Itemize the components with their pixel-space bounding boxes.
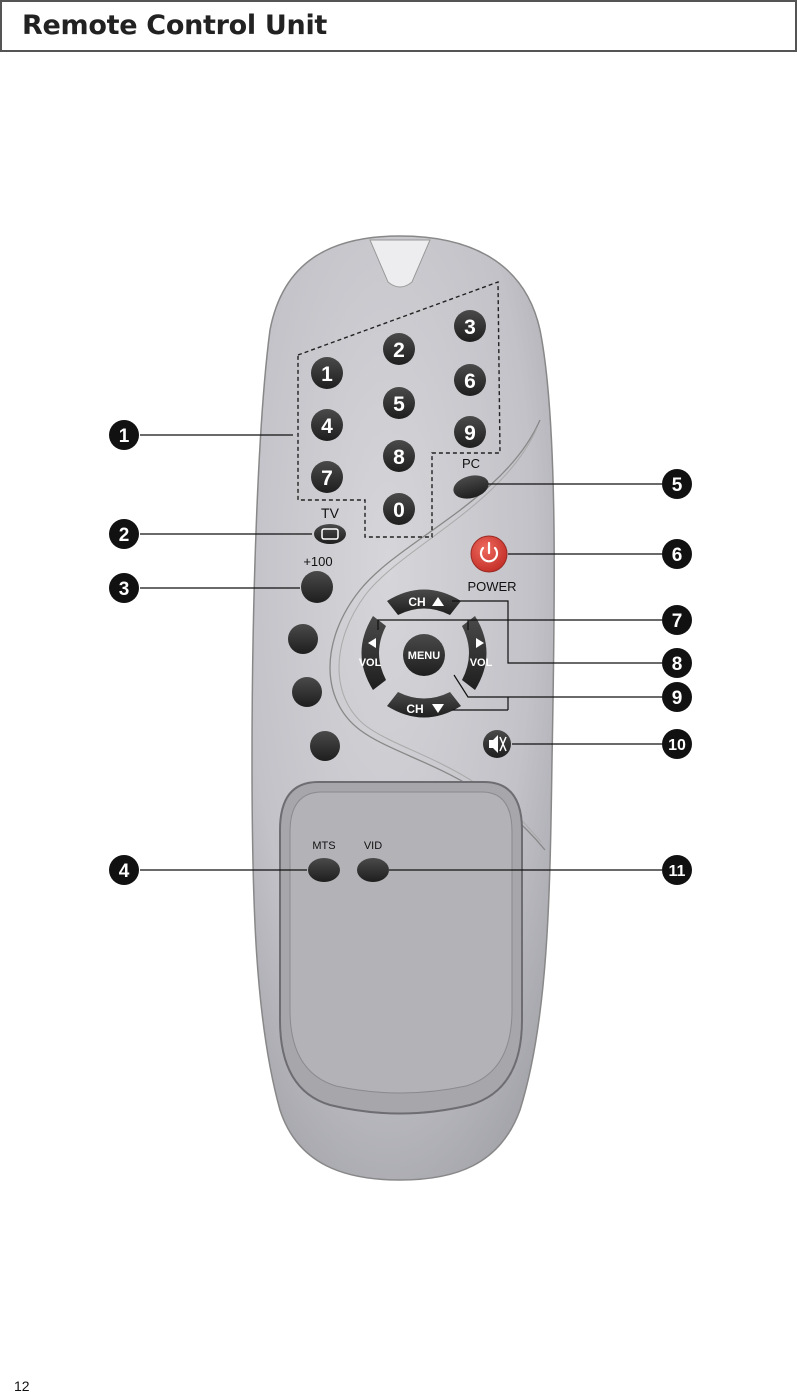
nav-cluster: CH CH VOL VOL MENU xyxy=(359,589,493,718)
leader-line-7 xyxy=(377,619,662,630)
callout-3: 3 xyxy=(109,573,139,603)
key-3-label: 3 xyxy=(464,316,476,339)
callout-11-label: 11 xyxy=(669,863,686,880)
menu-button[interactable] xyxy=(403,634,445,676)
number-keys: 1 2 3 4 5 6 7 8 9 0 xyxy=(311,310,486,525)
ch-down-arrow-icon xyxy=(432,704,444,713)
callout-10-label: 10 xyxy=(668,737,686,754)
key-5-label: 5 xyxy=(393,393,405,416)
callout-6-label: 6 xyxy=(672,545,683,566)
vid-label: VID xyxy=(364,840,382,852)
key-2[interactable]: 2 xyxy=(383,333,415,365)
power-button[interactable] xyxy=(470,535,508,573)
vol-left-label: VOL xyxy=(359,657,382,669)
remote-side-contour-inner xyxy=(338,427,542,843)
callout-5-label: 5 xyxy=(672,475,683,496)
callout-4: 4 xyxy=(109,855,139,885)
pc-label: PC xyxy=(462,456,480,471)
leader-lines xyxy=(140,434,662,871)
callout-8: 8 xyxy=(662,648,692,678)
key-2-label: 2 xyxy=(393,339,405,362)
vol-left-button[interactable] xyxy=(361,616,387,690)
remote-top-notch xyxy=(369,239,431,288)
menu-label: MENU xyxy=(408,650,440,662)
callout-10: 10 xyxy=(662,729,692,759)
left-button-3[interactable] xyxy=(310,731,340,761)
power-label: POWER xyxy=(467,579,516,594)
leader-line-8 xyxy=(452,600,662,664)
ch-up-arrow-icon xyxy=(432,597,444,606)
key-1[interactable]: 1 xyxy=(311,357,343,389)
page-number: 12 xyxy=(14,1378,30,1394)
ch-down-label: CH xyxy=(406,702,423,716)
key-5[interactable]: 5 xyxy=(383,387,415,419)
callout-4-label: 4 xyxy=(119,861,130,882)
callout-7-label: 7 xyxy=(672,611,683,632)
key-7[interactable]: 7 xyxy=(311,461,343,493)
callout-11: 11 xyxy=(662,855,692,885)
tv-label: TV xyxy=(321,505,340,521)
key-0-label: 0 xyxy=(393,499,405,522)
tv-screen-icon xyxy=(321,528,339,540)
callout-8-label: 8 xyxy=(672,654,683,675)
ch-down-button[interactable] xyxy=(387,692,461,718)
number-keys-dashed-frame xyxy=(297,281,501,538)
key-3[interactable]: 3 xyxy=(454,310,486,342)
power-icon xyxy=(479,546,499,563)
page-title: Remote Control Unit xyxy=(22,10,328,41)
key-6[interactable]: 6 xyxy=(454,364,486,396)
vol-right-button[interactable] xyxy=(462,616,487,690)
mts-button[interactable] xyxy=(308,858,340,882)
key-4[interactable]: 4 xyxy=(311,409,343,441)
key-0[interactable]: 0 xyxy=(383,493,415,525)
ch-up-button[interactable] xyxy=(387,589,461,616)
callout-2-label: 2 xyxy=(119,525,130,546)
ch-up-label: CH xyxy=(408,595,425,609)
callout-1-label: 1 xyxy=(119,426,130,447)
callout-7: 7 xyxy=(662,605,692,635)
key-9[interactable]: 9 xyxy=(454,416,486,448)
key-1-label: 1 xyxy=(321,363,333,386)
vol-left-arrow-icon xyxy=(368,638,376,648)
key-8-label: 8 xyxy=(393,446,405,469)
callout-9-label: 9 xyxy=(672,688,683,709)
mute-button[interactable] xyxy=(483,730,511,758)
vid-button[interactable] xyxy=(357,858,389,882)
mts-label: MTS xyxy=(312,840,335,852)
vol-right-arrow-icon xyxy=(476,638,484,648)
left-button-1[interactable] xyxy=(288,624,318,654)
plus100-button[interactable] xyxy=(301,571,333,603)
callout-9: 9 xyxy=(662,682,692,712)
key-6-label: 6 xyxy=(464,370,476,393)
pc-button[interactable] xyxy=(451,472,491,503)
key-8[interactable]: 8 xyxy=(383,440,415,472)
tv-button[interactable] xyxy=(314,524,346,544)
callout-1: 1 xyxy=(109,420,139,450)
callout-6: 6 xyxy=(662,539,692,569)
key-9-label: 9 xyxy=(464,422,476,445)
page-header: Remote Control Unit xyxy=(0,0,797,52)
callout-2: 2 xyxy=(109,519,139,549)
left-button-2[interactable] xyxy=(292,677,322,707)
leader-line-9 xyxy=(453,674,662,698)
callout-5: 5 xyxy=(662,469,692,499)
plus100-label: +100 xyxy=(303,554,332,569)
remote-side-contour xyxy=(329,419,546,851)
vol-right-label: VOL xyxy=(470,657,493,669)
remote-lower-panel-face xyxy=(289,791,513,1094)
key-4-label: 4 xyxy=(321,415,333,438)
mute-icon xyxy=(489,735,498,753)
callout-3-label: 3 xyxy=(119,579,130,600)
key-7-label: 7 xyxy=(321,467,333,490)
